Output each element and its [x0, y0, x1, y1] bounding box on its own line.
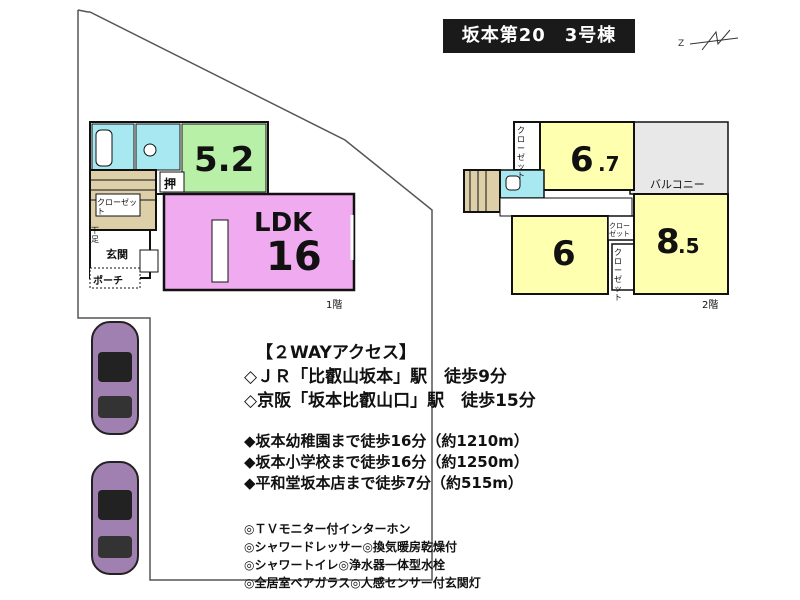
feature-line: ◎シャワートイレ◎浄水器一体型水栓 — [244, 558, 445, 572]
closet-c-label: クローゼット — [614, 248, 622, 302]
closet-label: クローゼット — [97, 198, 137, 216]
room-c-fraction: .5 — [678, 234, 700, 258]
nearby-elementary: ◆坂本小学校まで徒歩16分（約1250m） — [244, 453, 529, 471]
storage-label: 下足 — [91, 226, 99, 244]
nearby-supermarket: ◆平和堂坂本店まで徒歩7分（約515m） — [244, 474, 523, 492]
floor1-plan — [89, 121, 356, 292]
closet-b-label: クローゼット — [609, 222, 630, 238]
svg-text:Z: Z — [678, 39, 684, 49]
lot-boundary — [77, 9, 433, 581]
floor2-label: 2階 — [702, 300, 719, 311]
car-icon — [91, 461, 139, 575]
room-a-fraction: .7 — [598, 152, 620, 176]
room-c-size: 8 — [656, 222, 680, 262]
closet-a-label: クローゼット — [517, 126, 525, 180]
car-icon — [91, 321, 139, 435]
balcony-label: バルコニー — [650, 178, 705, 191]
access-jr: ◇ＪＲ「比叡山坂本」駅 徒歩9分 — [244, 367, 507, 387]
access-heading: 【２WAYアクセス】 — [256, 343, 416, 363]
ldk-name: LDK — [254, 208, 313, 238]
porch-label: ポーチ — [93, 276, 123, 287]
nearby-kindergarten: ◆坂本幼稚園まで徒歩16分（約1210m） — [244, 432, 529, 450]
room-a-size: 6 — [570, 140, 594, 180]
north-arrow-icon: Z — [678, 29, 739, 51]
feature-line: ◎全居室ペアガラス◎人感センサー付玄関灯 — [244, 576, 481, 590]
feature-line: ◎ＴＶモニター付インターホン — [244, 522, 411, 536]
feature-line: ◎シャワードレッサー◎換気暖房乾燥付 — [244, 540, 457, 554]
room-b-size: 6 — [552, 234, 576, 274]
ldk-size: 16 — [266, 234, 322, 280]
washitsu-size: 5.2 — [194, 140, 255, 180]
access-keihan: ◇京阪「坂本比叡山口」駅 徒歩15分 — [244, 391, 536, 411]
entrance-label: 玄関 — [106, 248, 128, 261]
oshi-label: 押 — [164, 177, 177, 191]
page-title: 坂本第20 3号棟 — [443, 19, 635, 53]
floor2-plan — [463, 121, 729, 295]
floor1-label: 1階 — [326, 300, 343, 311]
